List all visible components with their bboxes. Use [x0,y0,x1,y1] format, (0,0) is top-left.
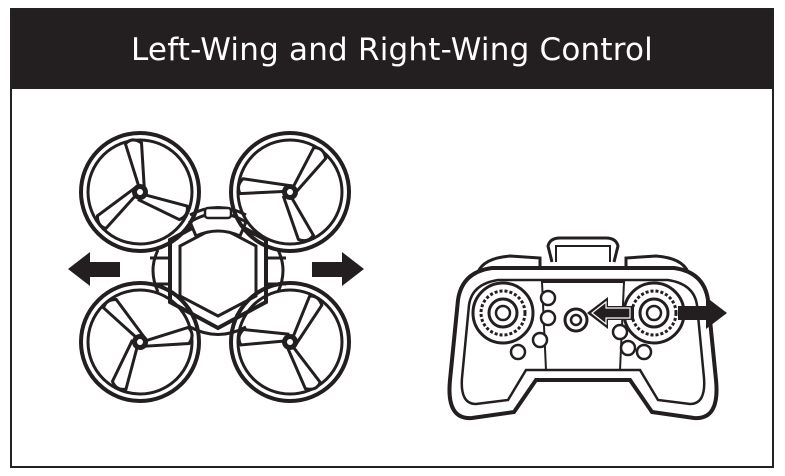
left-joystick [471,281,535,345]
controller-illustration [447,236,719,421]
rotor-bottom-left [79,281,201,403]
button-l4 [509,343,527,361]
instruction-panel: Left-Wing and Right-Wing Control [10,8,774,468]
title-bar: Left-Wing and Right-Wing Control [12,10,772,89]
button-l3 [531,331,549,349]
page-title: Left-Wing and Right-Wing Control [131,31,653,68]
button-r3 [635,343,653,361]
rotor-top-left [79,131,201,253]
button-l2 [539,309,557,327]
button-r2 [619,339,637,357]
button-r1 [611,323,629,341]
button-l1 [539,289,557,307]
controller-left-arrow-icon [587,297,634,329]
power-button [563,307,589,333]
drone-right-arrow-icon [312,252,364,286]
controller-top-handle [546,236,620,263]
drone-body [168,206,268,331]
controller-right-arrow-icon [678,297,727,329]
drone-illustration [68,120,364,412]
drone-left-arrow-icon [68,252,120,286]
